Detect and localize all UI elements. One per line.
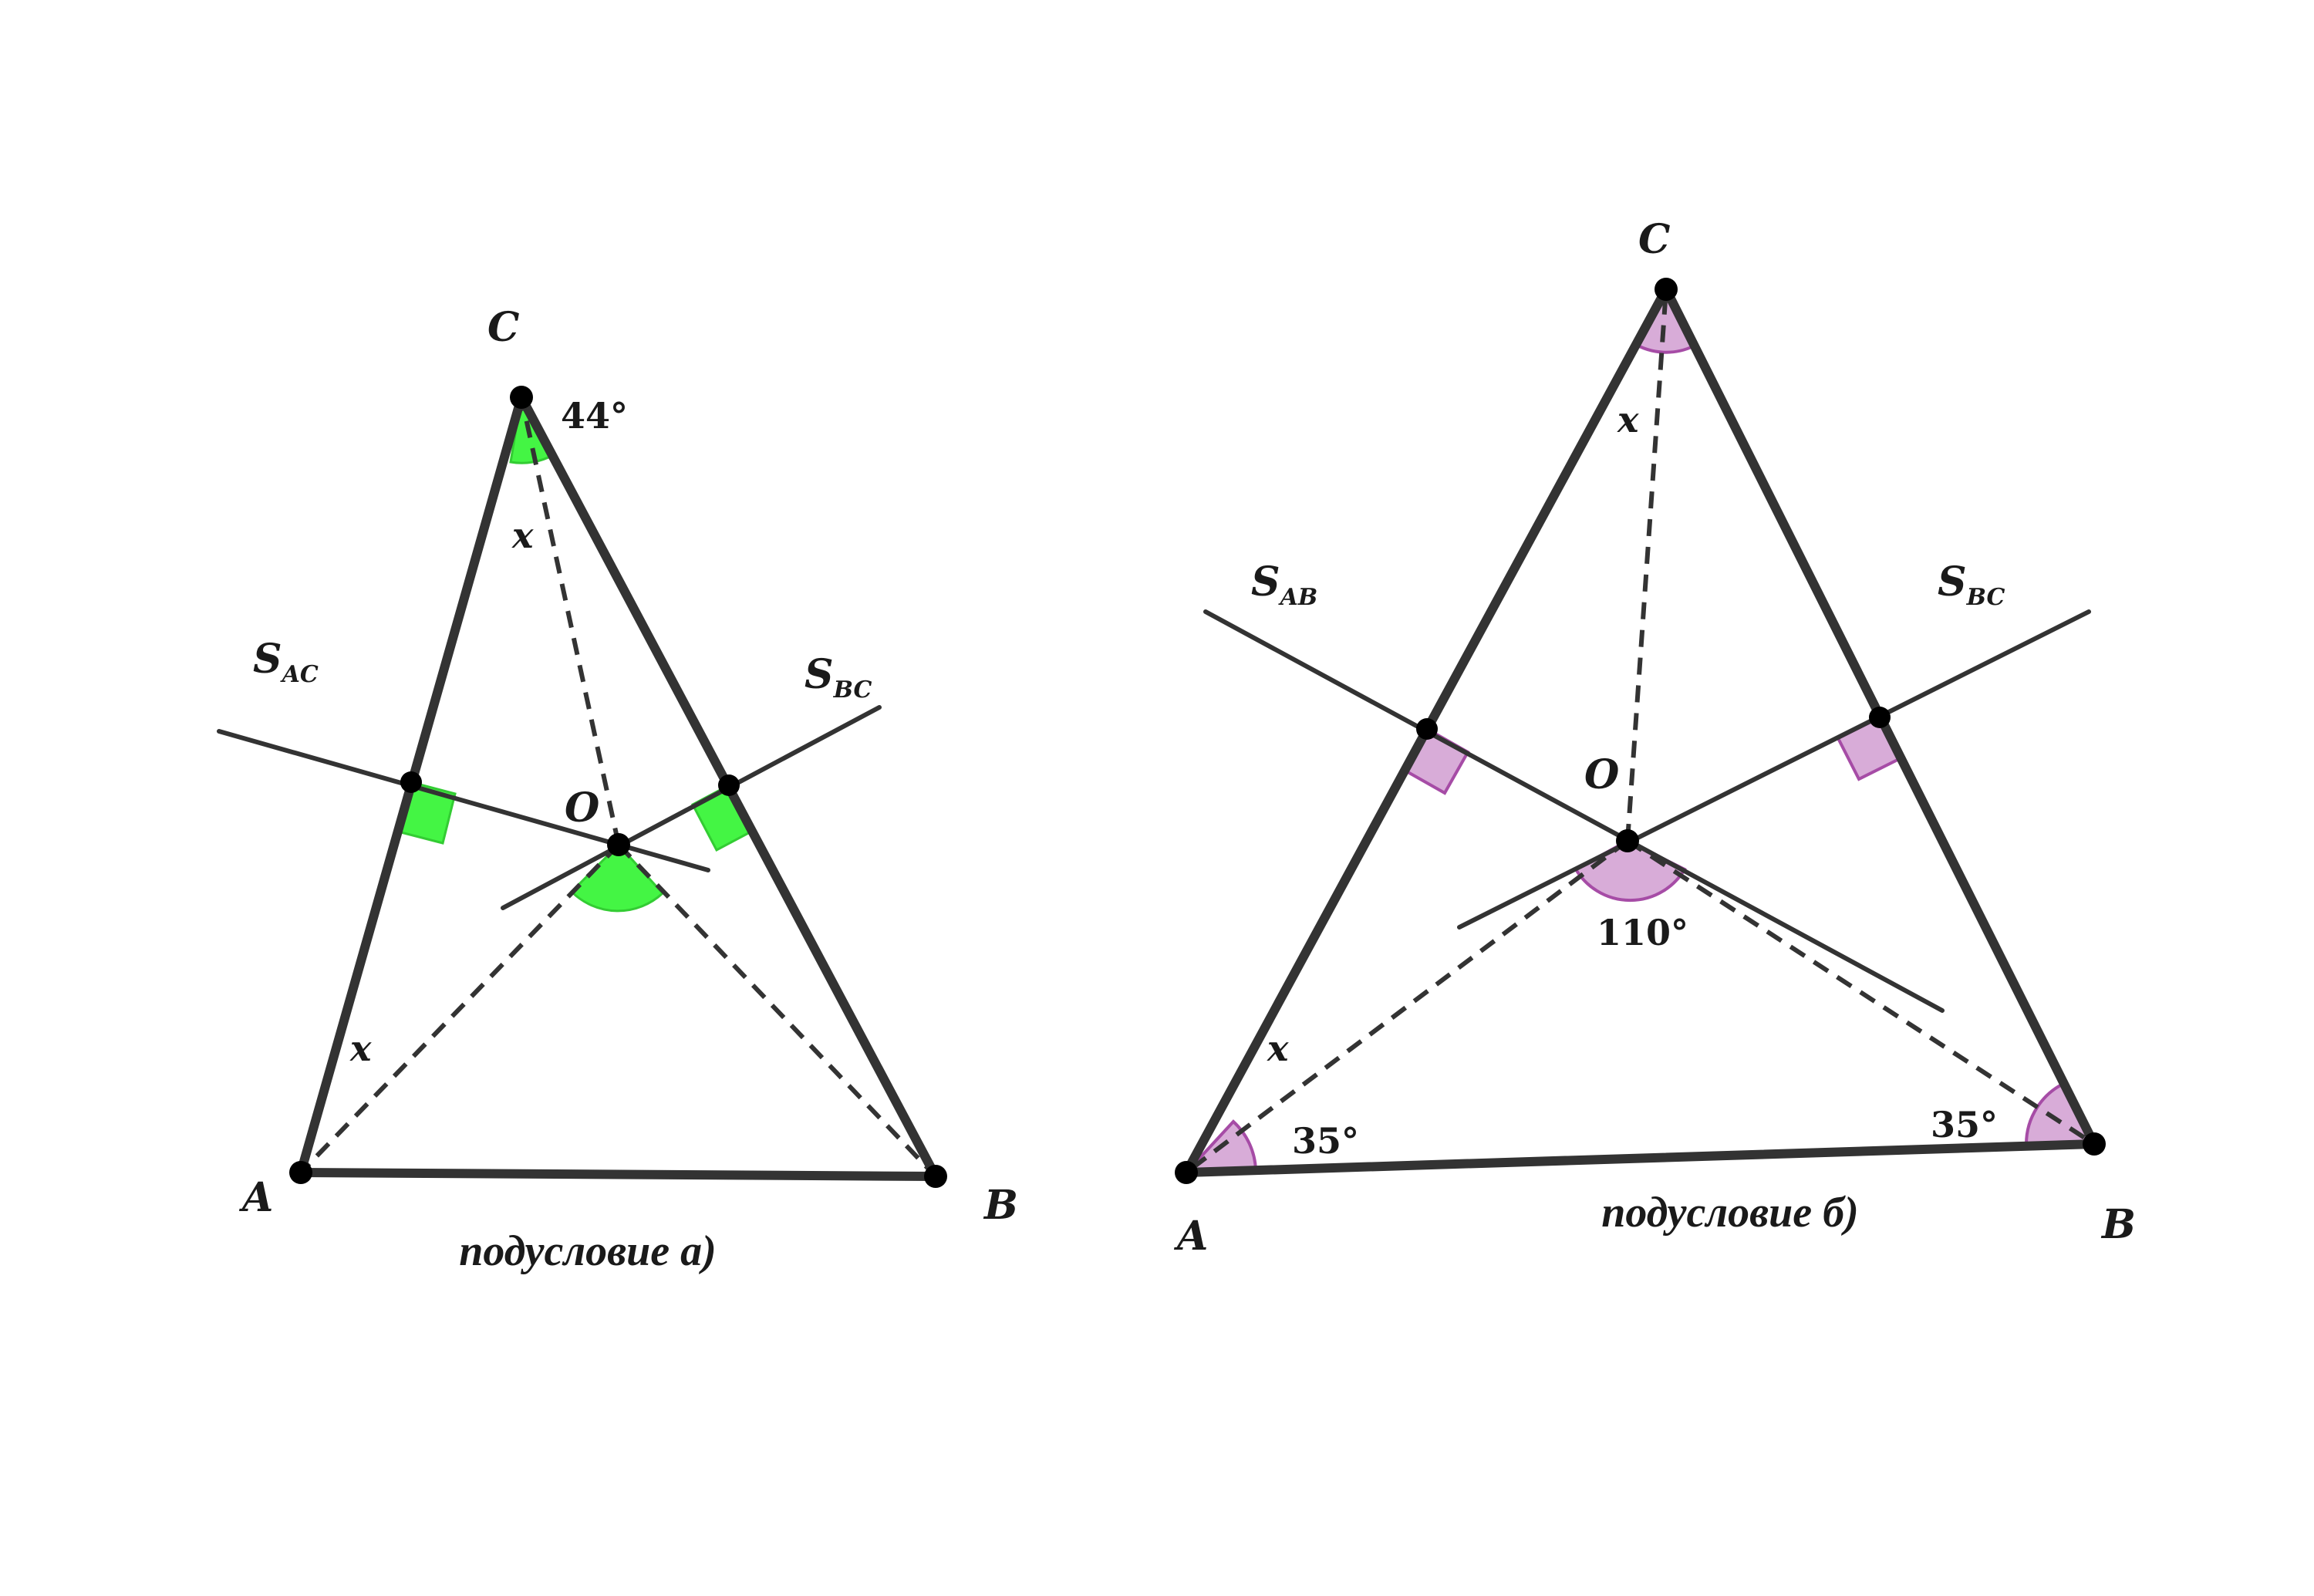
left-label-o: O	[565, 785, 599, 832]
right-midpoint-bc	[1869, 707, 1891, 728]
right-label-c: C	[1638, 216, 1670, 263]
left-segment-oc	[519, 396, 621, 845]
left-caption: подусловие а)	[459, 1227, 717, 1275]
left-bisector-bc-label: SBC	[805, 651, 872, 704]
right-point-a	[1175, 1161, 1198, 1184]
left-label-a: A	[238, 1174, 273, 1221]
right-segment-ob	[1626, 838, 2096, 1146]
right-bisector-bc	[1457, 609, 2091, 930]
left-bisector-ac-label: SAC	[253, 636, 319, 688]
left-segment-ob	[616, 842, 938, 1179]
left-bisector-ac	[217, 729, 710, 872]
left-var-a: x	[349, 1027, 372, 1069]
left-midpoint-bc	[718, 774, 740, 796]
figure-right: C A B O 110° 35° 35° x x SAB SBC подусло…	[1173, 216, 2136, 1260]
right-point-b	[2083, 1132, 2106, 1156]
figure-left: C A B O 44° x x SAC SBC подусловие а)	[217, 304, 1018, 1275]
right-label-o: O	[1584, 751, 1619, 798]
right-caption: подусловие б)	[1601, 1189, 1859, 1237]
left-bisector-bc	[501, 705, 882, 910]
right-segment-oa	[1185, 838, 1629, 1175]
left-side-ab	[296, 1168, 940, 1181]
left-point-a	[289, 1161, 312, 1184]
left-point-o	[607, 833, 630, 856]
right-point-c	[1655, 278, 1678, 301]
right-midpoint-ac	[1416, 718, 1438, 740]
left-var-c: x	[511, 515, 534, 556]
right-var-a: x	[1267, 1027, 1289, 1069]
right-segment-oc	[1625, 288, 1668, 842]
left-angle-c-label: 44°	[561, 395, 628, 437]
left-point-c	[510, 386, 533, 409]
left-midpoint-ac	[400, 771, 422, 793]
right-angle-o-label: 110°	[1597, 912, 1688, 953]
left-angle-mark-o	[569, 842, 665, 913]
right-bisector-ac	[1203, 609, 1945, 1013]
left-label-b: B	[983, 1182, 1018, 1229]
right-bisector-bc-label: SBC	[1938, 558, 2005, 611]
right-side-ab	[1182, 1139, 2099, 1177]
right-point-o	[1616, 829, 1639, 852]
right-label-a: A	[1173, 1213, 1208, 1260]
left-segment-oa	[299, 842, 621, 1175]
right-angle-a-label: 35°	[1292, 1120, 1359, 1162]
right-angle-b-label: 35°	[1931, 1104, 1998, 1146]
left-point-b	[924, 1165, 947, 1188]
right-var-c: x	[1617, 399, 1639, 440]
right-bisector-ab-label: SAB	[1251, 558, 1317, 611]
right-label-b: B	[2100, 1201, 2136, 1248]
left-label-c: C	[487, 304, 519, 351]
